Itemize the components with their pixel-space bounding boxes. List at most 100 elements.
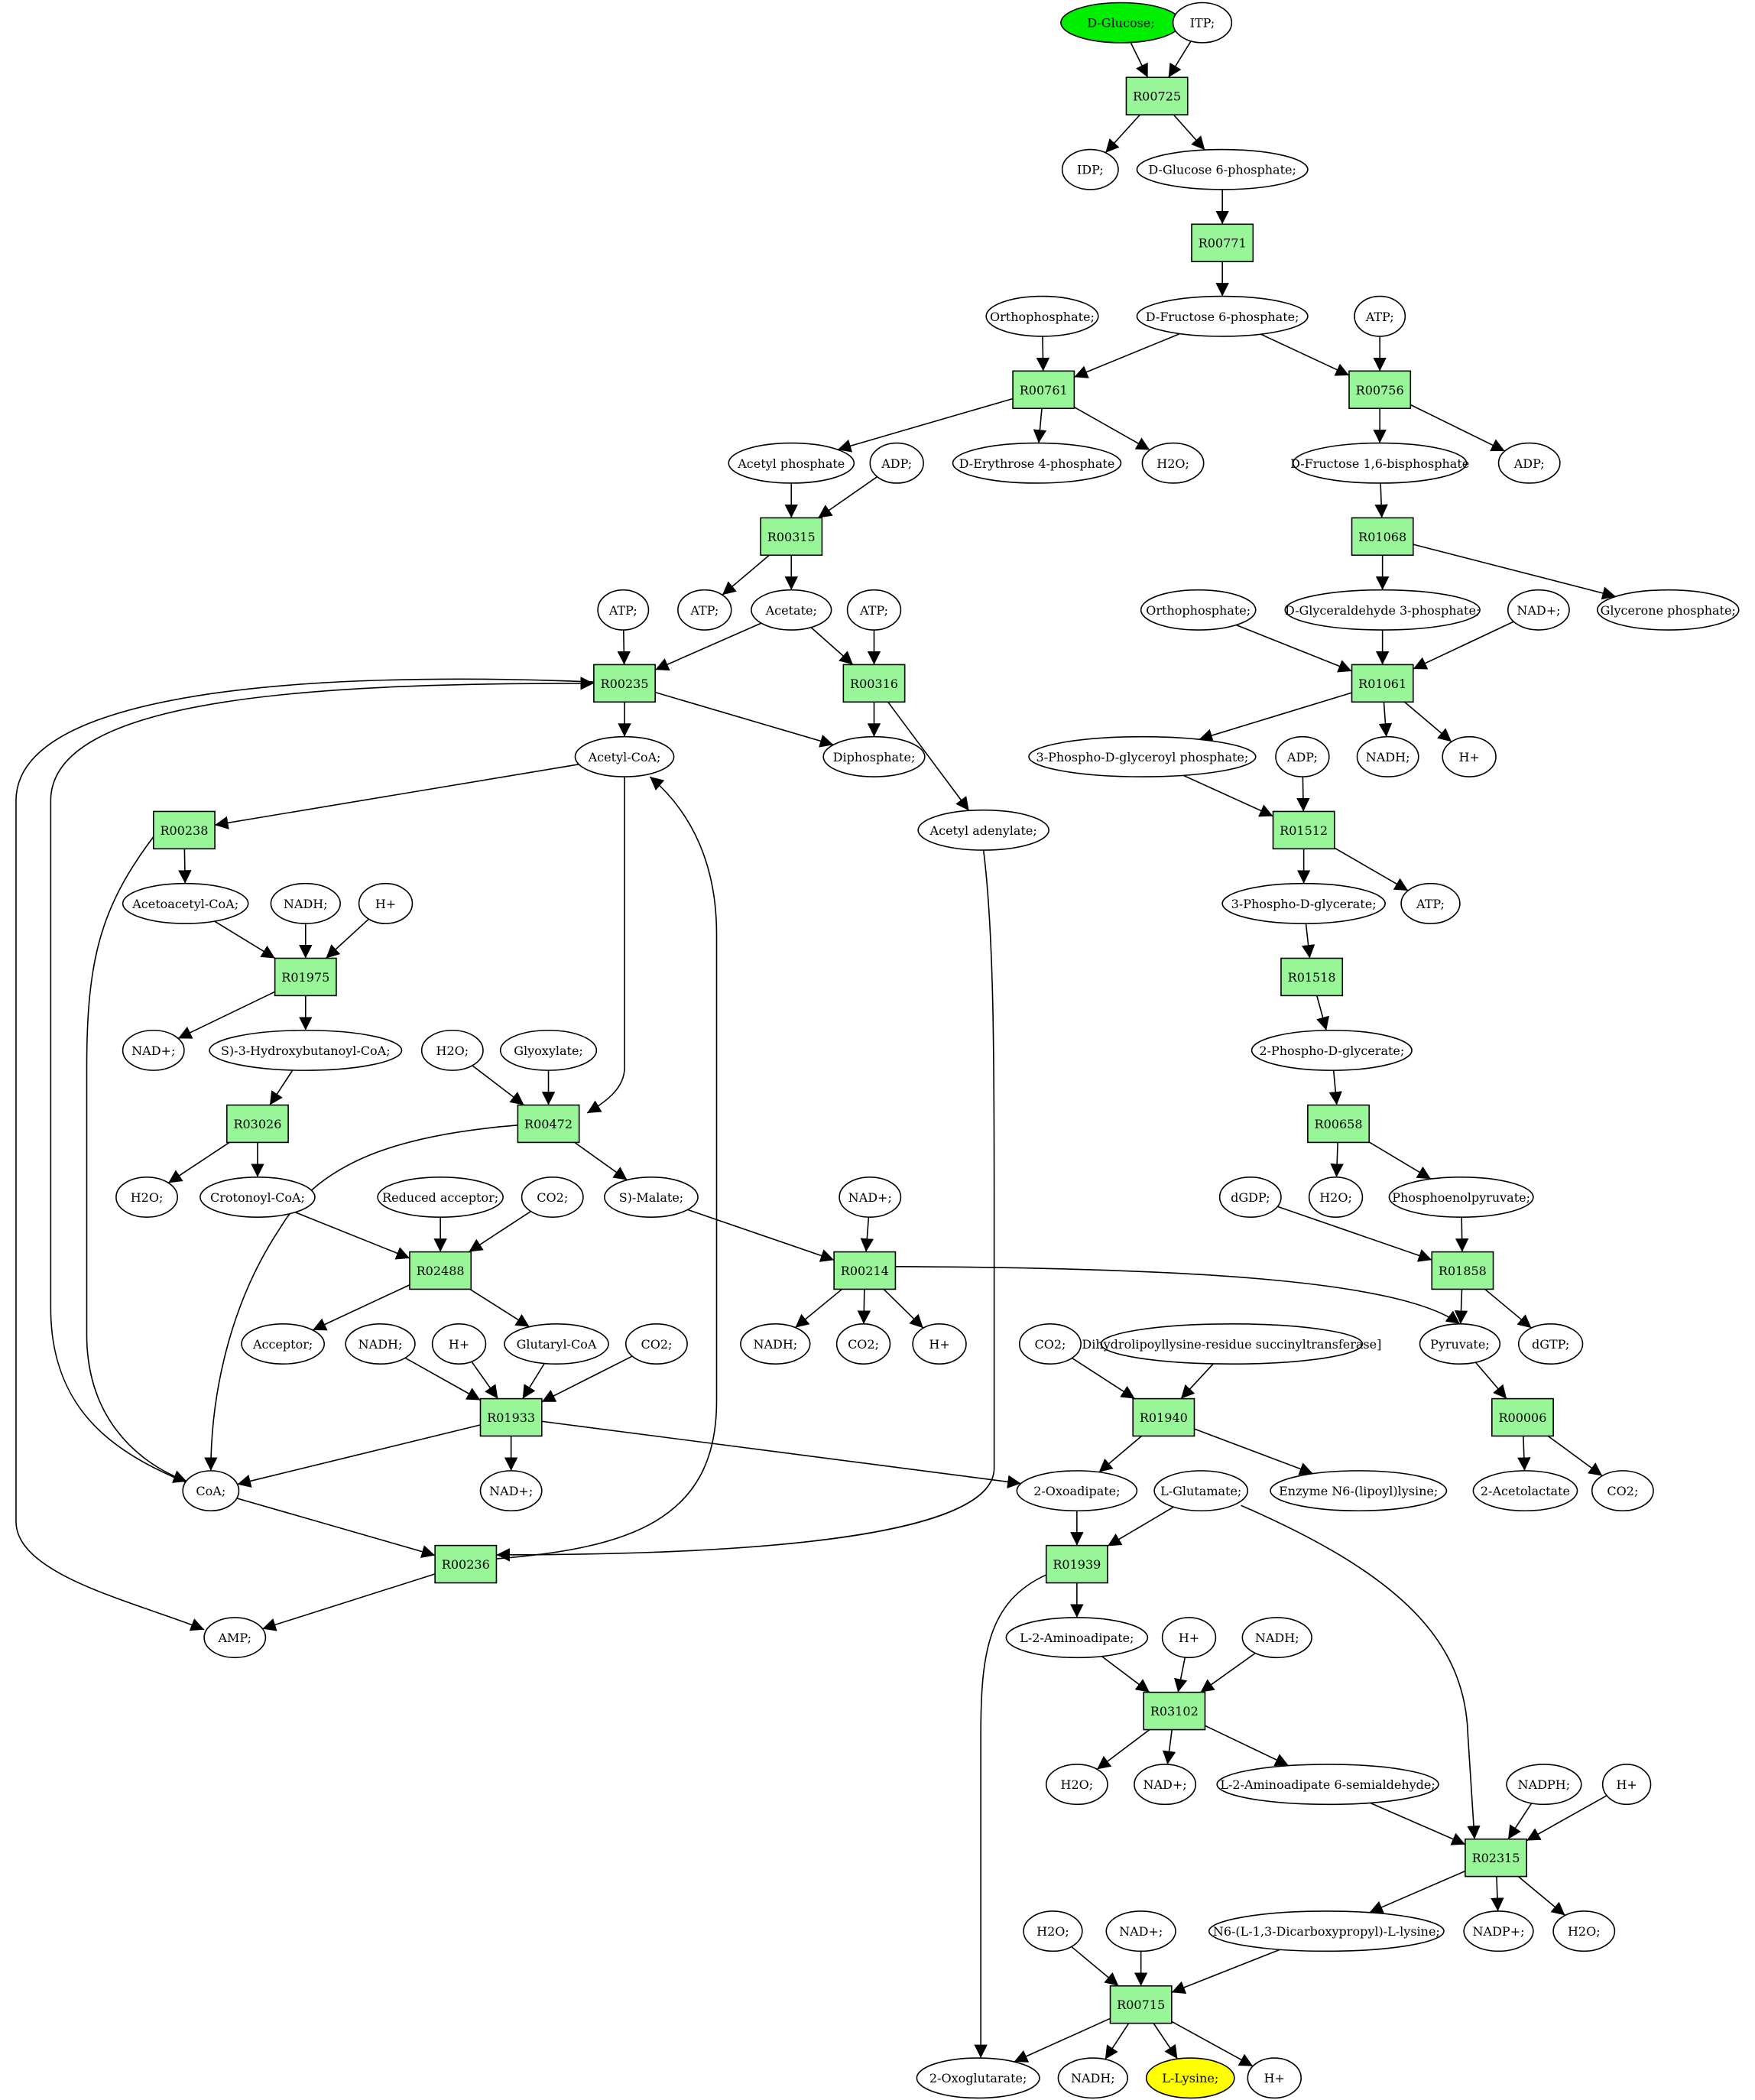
- compound-node-hc[interactable]: H+: [431, 1323, 487, 1365]
- compound-node-adpa[interactable]: ADP;: [869, 442, 924, 484]
- compound-node-h2of[interactable]: H2O;: [1023, 1910, 1083, 1952]
- compound-node-nadf[interactable]: NAD+;: [1105, 1910, 1176, 1952]
- compound-node-atpc[interactable]: ATP;: [677, 589, 732, 631]
- compound-node-orthob[interactable]: Orthophosphate;: [1140, 589, 1257, 631]
- compound-node-pg3[interactable]: 3-Phospho-D-glycerate;: [1221, 882, 1386, 924]
- compound-node-h2oc[interactable]: H2O;: [115, 1176, 178, 1218]
- compound-node-g3p[interactable]: D-Glyceraldehyde 3-phosphate;: [1284, 589, 1481, 631]
- reaction-node-r01512[interactable]: R01512: [1272, 810, 1335, 850]
- compound-node-acp[interactable]: Acetyl phosphate: [728, 442, 855, 484]
- compound-node-co2b[interactable]: CO2;: [624, 1323, 688, 1365]
- compound-node-nadhd[interactable]: NADH;: [740, 1323, 811, 1365]
- compound-node-aasa[interactable]: L-2-Aminoadipate 6-semialdehyde;: [1216, 1764, 1439, 1806]
- compound-node-h2ob[interactable]: H2O;: [420, 1029, 484, 1071]
- compound-node-acceptor[interactable]: Acceptor;: [241, 1323, 326, 1365]
- compound-node-lys[interactable]: L-Lysine;: [1145, 2057, 1235, 2099]
- reaction-node-r01933[interactable]: R01933: [479, 1397, 543, 1437]
- compound-node-nadhb[interactable]: NADH;: [270, 882, 341, 924]
- compound-node-nadha[interactable]: NADH;: [1356, 735, 1419, 777]
- reaction-node-r00214[interactable]: R00214: [833, 1251, 897, 1290]
- compound-node-he[interactable]: H+: [1161, 1617, 1217, 1659]
- compound-node-atpe[interactable]: ATP;: [1400, 882, 1461, 924]
- compound-node-atpa[interactable]: ATP;: [1354, 295, 1406, 337]
- compound-node-g6p[interactable]: D-Glucose 6-phosphate;: [1136, 148, 1309, 190]
- compound-node-pep[interactable]: Phosphoenolpyruvate;: [1388, 1176, 1534, 1218]
- compound-node-oxoglu[interactable]: 2-Oxoglutarate;: [916, 2057, 1040, 2099]
- reaction-node-r00771[interactable]: R00771: [1191, 223, 1254, 262]
- compound-node-co2d[interactable]: CO2;: [1018, 1323, 1082, 1365]
- reaction-node-r00236[interactable]: R00236: [434, 1544, 498, 1584]
- compound-node-crcoa[interactable]: Crotonoyl-CoA;: [200, 1176, 316, 1218]
- compound-node-nadph[interactable]: NADPH;: [1506, 1764, 1582, 1806]
- reaction-node-r00235[interactable]: R00235: [593, 664, 656, 703]
- compound-node-bpg[interactable]: 3-Phospho-D-glyceroyl phosphate;: [1028, 735, 1257, 777]
- reaction-node-r03026[interactable]: R03026: [225, 1104, 289, 1144]
- compound-node-co2a[interactable]: CO2;: [521, 1176, 584, 1218]
- reaction-node-r01940[interactable]: R01940: [1132, 1397, 1195, 1437]
- compound-node-acamp[interactable]: Acetyl adenylate;: [917, 809, 1049, 851]
- compound-node-nadhe[interactable]: NADH;: [1241, 1617, 1312, 1659]
- compound-node-hd[interactable]: H+: [912, 1323, 967, 1365]
- compound-node-dgdp[interactable]: dGDP;: [1218, 1176, 1282, 1218]
- compound-node-l2aa[interactable]: L-2-Aminoadipate;: [1005, 1617, 1149, 1659]
- compound-node-e4p[interactable]: D-Erythrose 4-phosphate: [952, 442, 1122, 484]
- compound-node-h2oa[interactable]: H2O;: [1141, 442, 1205, 484]
- compound-node-hg[interactable]: H+: [1247, 2057, 1302, 2099]
- reaction-node-r01975[interactable]: R01975: [274, 957, 337, 997]
- compound-node-idp[interactable]: IDP;: [1061, 148, 1119, 190]
- compound-node-aacoa[interactable]: Acetoacetyl-CoA;: [122, 882, 249, 924]
- reaction-node-r00658[interactable]: R00658: [1307, 1104, 1370, 1144]
- reaction-node-r00238[interactable]: R00238: [152, 810, 216, 850]
- compound-node-ppi[interactable]: Diphosphate;: [822, 735, 926, 777]
- reaction-node-r00725[interactable]: R00725: [1125, 76, 1189, 115]
- compound-node-dhap[interactable]: Glycerone phosphate;: [1596, 589, 1740, 631]
- compound-node-hb[interactable]: H+: [358, 882, 414, 924]
- compound-node-nada[interactable]: NAD+;: [1507, 589, 1570, 631]
- compound-node-oxoad[interactable]: 2-Oxoadipate;: [1016, 1470, 1138, 1512]
- reaction-node-r01858[interactable]: R01858: [1431, 1251, 1494, 1290]
- compound-node-ha[interactable]: H+: [1442, 735, 1497, 777]
- compound-node-itp[interactable]: ITP;: [1172, 2, 1233, 44]
- compound-node-adpc[interactable]: ADP;: [1275, 735, 1330, 777]
- reaction-node-r00006[interactable]: R00006: [1491, 1397, 1554, 1437]
- reaction-node-r00756[interactable]: R00756: [1348, 370, 1412, 410]
- compound-node-nadb[interactable]: NAD+;: [122, 1029, 185, 1071]
- reaction-node-r01061[interactable]: R01061: [1351, 664, 1414, 703]
- compound-node-fbp[interactable]: D-Fructose 1,6-bisphosphate: [1290, 442, 1469, 484]
- compound-node-orthoa[interactable]: Orthophosphate;: [985, 295, 1099, 337]
- compound-node-glc[interactable]: D-Glucose;: [1060, 2, 1182, 44]
- compound-node-acoa[interactable]: Acetyl-CoA;: [574, 735, 675, 777]
- compound-node-co2e[interactable]: CO2;: [1591, 1470, 1654, 1512]
- compound-node-glucoa[interactable]: Glutaryl-CoA: [504, 1323, 609, 1365]
- compound-node-glu[interactable]: L-Glutamate;: [1153, 1470, 1249, 1512]
- compound-node-f6p[interactable]: D-Fructose 6-phosphate;: [1136, 295, 1309, 337]
- compound-node-nadpp[interactable]: NADP+;: [1463, 1910, 1534, 1952]
- compound-node-h2og[interactable]: H2O;: [1552, 1910, 1616, 1952]
- reaction-node-r00761[interactable]: R00761: [1012, 370, 1075, 410]
- reaction-node-r00715[interactable]: R00715: [1109, 1985, 1173, 2024]
- reaction-node-r03102[interactable]: R03102: [1143, 1691, 1206, 1731]
- compound-node-nadd[interactable]: NAD+;: [479, 1470, 543, 1512]
- reaction-node-r01939[interactable]: R01939: [1045, 1544, 1108, 1584]
- compound-node-nadhf[interactable]: NADH;: [1057, 2057, 1129, 2099]
- reaction-node-r01068[interactable]: R01068: [1351, 517, 1414, 557]
- compound-node-atpb[interactable]: ATP;: [597, 589, 650, 631]
- compound-node-h2oe[interactable]: H2O;: [1045, 1764, 1108, 1806]
- reaction-node-r01518[interactable]: R01518: [1280, 957, 1344, 997]
- compound-node-co2c[interactable]: CO2;: [835, 1323, 891, 1365]
- compound-node-glyox[interactable]: Glyoxylate;: [499, 1029, 598, 1071]
- compound-node-adpb[interactable]: ADP;: [1497, 442, 1561, 484]
- compound-node-nade[interactable]: NAD+;: [1134, 1764, 1197, 1806]
- compound-node-acetol[interactable]: 2-Acetolactate: [1472, 1470, 1578, 1512]
- reaction-node-r00315[interactable]: R00315: [760, 517, 823, 557]
- compound-node-dhlst[interactable]: Dihydrolipoyllysine-residue succinyltran…: [1082, 1323, 1381, 1365]
- compound-node-malate[interactable]: S)-Malate;: [604, 1176, 699, 1218]
- compound-node-coa[interactable]: CoA;: [182, 1470, 240, 1512]
- compound-node-lipoyl[interactable]: Enzyme N6-(lipoyl)lysine;: [1270, 1470, 1448, 1512]
- reaction-node-r00316[interactable]: R00316: [842, 664, 906, 703]
- compound-node-atpd[interactable]: ATP;: [846, 589, 902, 631]
- compound-node-acetate[interactable]: Acetate;: [751, 589, 832, 631]
- compound-node-nadc[interactable]: NAD+;: [839, 1176, 902, 1218]
- compound-node-dgtp[interactable]: dGTP;: [1517, 1323, 1584, 1365]
- compound-node-amp[interactable]: AMP;: [203, 1617, 267, 1659]
